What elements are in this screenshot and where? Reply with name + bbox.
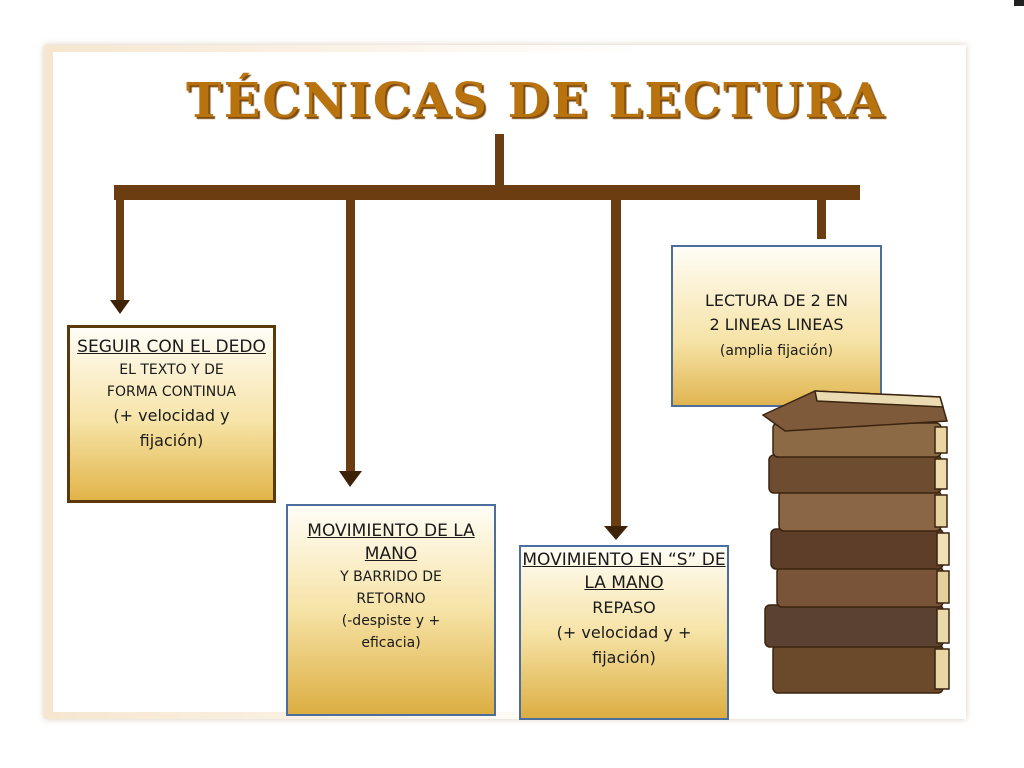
- arrowhead-3: [604, 526, 628, 540]
- branch-connector-3: [611, 197, 621, 527]
- technique-detail-line: RETORNO: [356, 591, 426, 607]
- branch-connector-1: [116, 197, 124, 302]
- technique-heading: SEGUIR CON EL DEDO: [77, 337, 266, 357]
- technique-detail-line: REPASO: [592, 598, 656, 617]
- technique-benefit-line: (+ velocidad y: [113, 406, 230, 425]
- corner-mark: [1014, 0, 1024, 6]
- technique-heading-line: LECTURA DE 2 EN: [704, 291, 849, 310]
- technique-box-two-lines: LECTURA DE 2 EN 2 LINEAS LINEAS (amplia …: [671, 245, 882, 407]
- horizontal-connector: [114, 185, 860, 200]
- technique-detail-line: Y BARRIDO DE: [340, 569, 442, 585]
- technique-box-s-movement: MOVIMIENTO EN “S” DE LA MANO REPASO (+ v…: [519, 545, 729, 720]
- technique-heading-line: 2 LINEAS LINEAS: [709, 315, 844, 334]
- stack-of-books-icon: [761, 390, 950, 694]
- technique-heading: MOVIMIENTO EN “S” DE LA MANO: [522, 550, 726, 593]
- trunk-connector: [495, 134, 504, 190]
- arrowhead-2: [339, 471, 362, 487]
- technique-box-follow-finger: SEGUIR CON EL DEDO EL TEXTO Y DE FORMA C…: [67, 325, 276, 503]
- technique-detail-line: eficacia): [361, 635, 421, 651]
- technique-benefit-line: fijación): [139, 431, 204, 450]
- technique-detail-line: (-despiste y +: [341, 613, 441, 629]
- arrowhead-1: [110, 300, 130, 314]
- technique-box-hand-movement: MOVIMIENTO DE LA MANO Y BARRIDO DE RETOR…: [286, 504, 496, 716]
- technique-benefit-line: fijación): [592, 648, 656, 667]
- slide-title: TÉCNICAS DE LECTURA: [186, 73, 886, 129]
- branch-connector-2: [346, 197, 355, 472]
- technique-detail: (amplia fijación): [719, 343, 834, 359]
- technique-heading: MOVIMIENTO DE LA MANO: [307, 521, 475, 564]
- technique-detail-line: EL TEXTO Y DE: [119, 362, 224, 378]
- branch-connector-4: [817, 197, 826, 239]
- technique-benefit-line: (+ velocidad y +: [556, 623, 692, 642]
- technique-detail-line: FORMA CONTINUA: [106, 384, 237, 400]
